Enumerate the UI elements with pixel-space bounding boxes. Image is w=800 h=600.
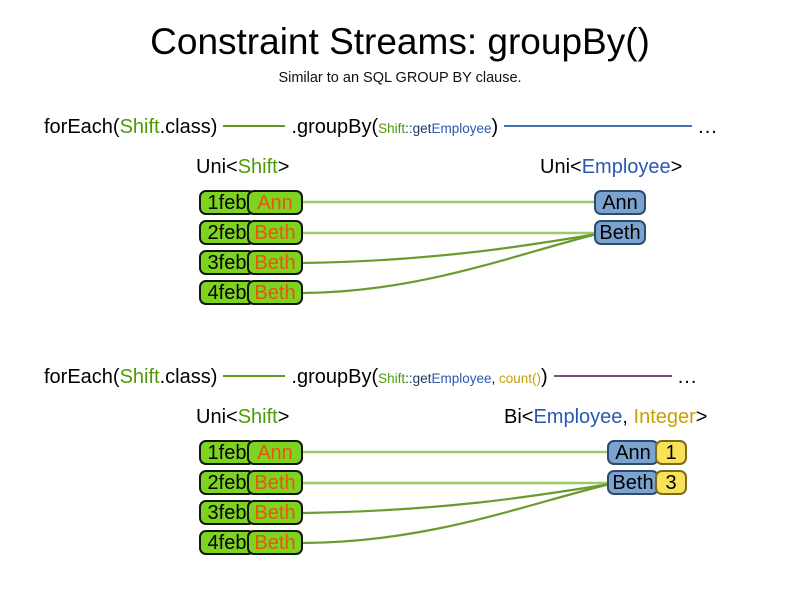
for-each-type: Shift <box>119 366 160 388</box>
for-each-prefix: forEach( <box>44 116 120 138</box>
shift-employee-cell[interactable]: Beth <box>247 250 303 275</box>
group-count-cell[interactable]: 3 <box>655 470 687 495</box>
right-type-prefix-2: Bi< <box>504 406 534 428</box>
ellipsis-2: ... <box>677 366 698 388</box>
arg-class: Shift <box>378 121 406 136</box>
group-by-prefix: .groupBy( <box>291 116 379 138</box>
arg-property: Employee <box>431 371 492 386</box>
shift-employee-text: Beth <box>254 501 296 524</box>
rule-foreach-to-groupby <box>223 124 286 127</box>
arg-comma: , <box>491 371 499 386</box>
shift-employee-cell[interactable]: Ann <box>247 190 303 215</box>
right-type-prefix-1: Uni< <box>540 156 582 178</box>
shift-employee-text: Beth <box>254 531 296 554</box>
ellipsis-1: ... <box>698 116 718 138</box>
left-type-suffix-2: > <box>277 406 290 428</box>
left-type-name-1: Shift <box>237 156 278 178</box>
left-type-prefix-2: Uni< <box>196 406 238 428</box>
shift-date-cell[interactable]: 1feb <box>199 440 255 465</box>
shift-date-cell[interactable]: 3feb <box>199 250 255 275</box>
right-type-label-1: Uni<Employee> <box>540 155 682 179</box>
group-count-text: 1 <box>665 441 677 464</box>
left-type-label-2: Uni<Shift> <box>196 405 289 429</box>
shift-date-text: 1feb <box>207 441 247 464</box>
code-line-groupby-uni: forEach(Shift.class).groupBy(Shift::getE… <box>44 114 718 142</box>
link-3feb-beth-2 <box>302 482 611 515</box>
rule-groupby-to-ellipsis <box>504 124 693 127</box>
shift-date-text: 2feb <box>207 221 247 244</box>
group-by-prefix: .groupBy( <box>291 366 379 388</box>
arg-collector: count() <box>499 371 542 386</box>
for-each-prefix: forEach( <box>44 366 120 388</box>
right-type-comma-2: , <box>622 406 634 428</box>
right-type-label-2: Bi<Employee, Integer> <box>504 405 707 429</box>
arg-class: Shift <box>378 371 406 386</box>
shift-date-text: 1feb <box>207 191 247 214</box>
shift-employee-cell[interactable]: Ann <box>247 440 303 465</box>
code-line-groupby-bi-count: forEach(Shift.class).groupBy(Shift::getE… <box>44 364 697 392</box>
left-type-suffix-1: > <box>277 156 290 178</box>
shift-date-cell[interactable]: 2feb <box>199 470 255 495</box>
right-type-name-1: Employee <box>581 156 671 178</box>
shift-employee-cell[interactable]: Beth <box>247 500 303 525</box>
shift-date-text: 3feb <box>207 251 247 274</box>
left-type-prefix-1: Uni< <box>196 156 238 178</box>
shift-employee-cell[interactable]: Beth <box>247 530 303 555</box>
shift-employee-cell[interactable]: Beth <box>247 220 303 245</box>
group-employee-cell[interactable]: Beth <box>594 220 646 245</box>
group-employee-cell[interactable]: Ann <box>594 190 646 215</box>
shift-employee-cell[interactable]: Beth <box>247 280 303 305</box>
shift-employee-text: Beth <box>254 251 296 274</box>
shift-date-text: 4feb <box>207 531 247 554</box>
left-type-name-2: Shift <box>237 406 278 428</box>
links-section-2 <box>302 450 611 545</box>
shift-date-cell[interactable]: 3feb <box>199 500 255 525</box>
group-employee-text: Beth <box>599 221 641 244</box>
shift-employee-cell[interactable]: Beth <box>247 470 303 495</box>
shift-employee-text: Beth <box>254 281 296 304</box>
group-employee-cell[interactable]: Ann <box>607 440 659 465</box>
right-type-name-2: Employee <box>533 406 623 428</box>
rule-groupby-to-ellipsis <box>553 374 672 377</box>
arg-separator: ::get <box>405 371 432 386</box>
right-type-suffix-1: > <box>670 156 683 178</box>
group-count-text: 3 <box>665 471 677 494</box>
page-title: Constraint Streams: groupBy() <box>150 21 650 62</box>
group-employee-text: Beth <box>612 471 654 494</box>
link-4feb-beth <box>302 232 598 295</box>
shift-employee-text: Ann <box>257 191 293 214</box>
rule-foreach-to-groupby <box>223 374 286 377</box>
group-by-suffix: ) <box>541 366 548 388</box>
arg-property: Employee <box>431 121 492 136</box>
group-employee-text: Ann <box>615 441 651 464</box>
right-type-suffix-2: > <box>695 406 708 428</box>
group-count-cell[interactable]: 1 <box>655 440 687 465</box>
for-each-suffix: .class) <box>159 366 218 388</box>
links-section-1 <box>302 200 598 295</box>
link-3feb-beth <box>302 232 598 265</box>
shift-date-text: 2feb <box>207 471 247 494</box>
group-by-suffix: ) <box>491 116 499 138</box>
group-employee-cell[interactable]: Beth <box>607 470 659 495</box>
right-type-name2-2: Integer <box>633 406 696 428</box>
for-each-suffix: .class) <box>159 116 218 138</box>
shift-employee-text: Beth <box>254 471 296 494</box>
shift-employee-text: Ann <box>257 441 293 464</box>
group-employee-text: Ann <box>602 191 638 214</box>
page-subtitle: Similar to an SQL GROUP BY clause. <box>278 70 522 86</box>
for-each-type: Shift <box>119 116 160 138</box>
arg-separator: ::get <box>405 121 432 136</box>
shift-date-text: 3feb <box>207 501 247 524</box>
shift-date-text: 4feb <box>207 281 247 304</box>
shift-employee-text: Beth <box>254 221 296 244</box>
left-type-label-1: Uni<Shift> <box>196 155 289 179</box>
shift-date-cell[interactable]: 1feb <box>199 190 255 215</box>
link-4feb-beth-2 <box>302 482 611 545</box>
shift-date-cell[interactable]: 4feb <box>199 280 255 305</box>
